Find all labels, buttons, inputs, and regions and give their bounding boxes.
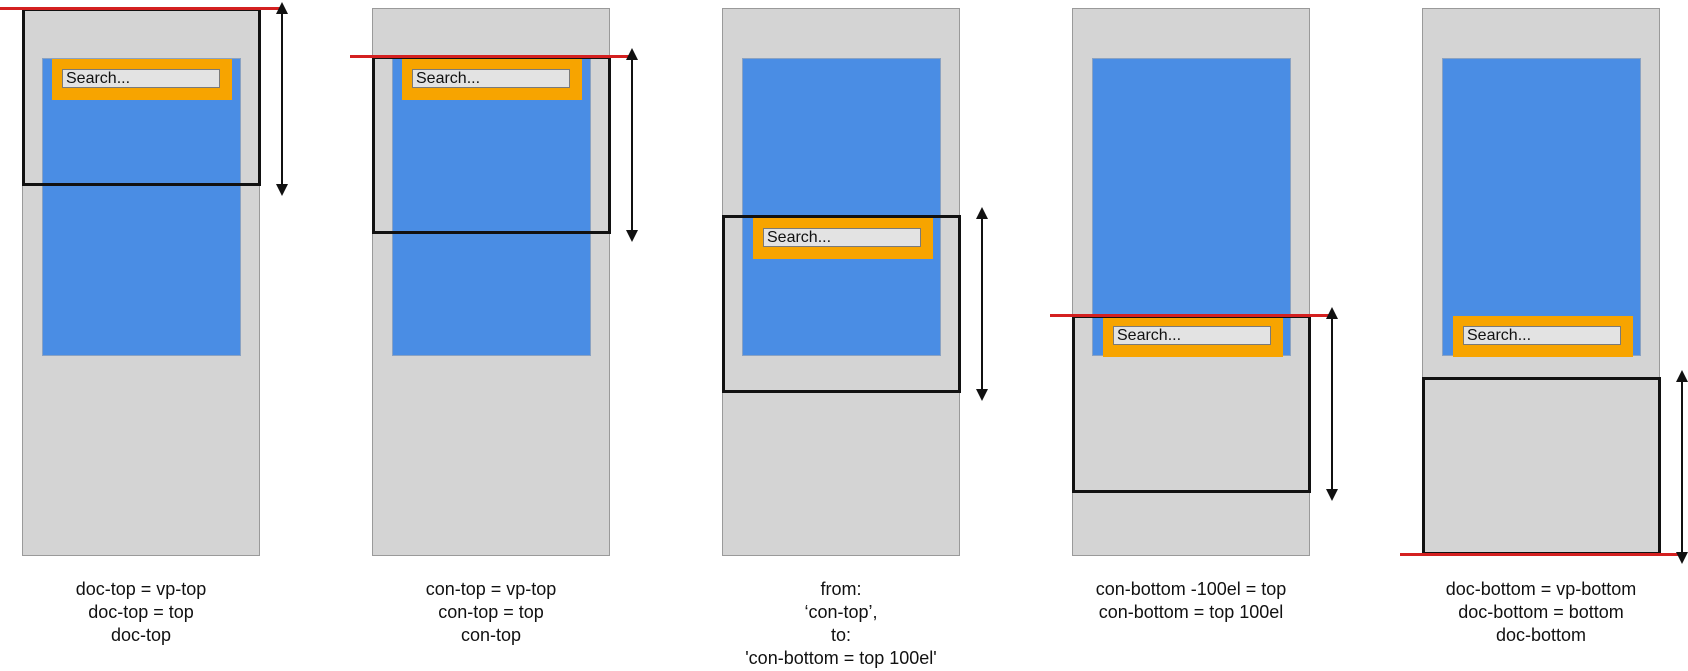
container-block: Search... — [392, 58, 591, 356]
diagram-panel-con-top: Search... con-top = vp-top con-top = top… — [350, 0, 690, 671]
reference-line — [1050, 314, 1332, 317]
search-element: Search... — [1103, 316, 1283, 357]
arrow-down-icon — [626, 230, 638, 242]
viewport-height-arrow — [1676, 370, 1688, 564]
reference-line — [350, 55, 632, 58]
document-area: Search... — [1072, 8, 1310, 556]
viewport-frame — [722, 215, 961, 393]
arrow-down-icon — [1326, 489, 1338, 501]
viewport-frame — [1422, 377, 1661, 555]
arrow-up-icon — [1326, 307, 1338, 319]
document-area: Search... — [1422, 8, 1660, 556]
panel-caption: con-bottom -100el = top con-bottom = top… — [1095, 579, 1287, 622]
diagram-panel-con-bottom: Search... con-bottom -100el = top con-bo… — [1050, 0, 1390, 671]
arrow-up-icon — [1676, 370, 1688, 382]
viewport-height-arrow — [1326, 307, 1338, 501]
reference-line — [0, 7, 282, 10]
search-element: Search... — [753, 218, 933, 259]
panel-caption: doc-top = vp-top doc-top = top doc-top — [75, 579, 207, 645]
viewport-frame — [372, 56, 611, 234]
reference-line — [1400, 553, 1682, 556]
document-area: Search... — [372, 8, 610, 556]
search-element: Search... — [52, 59, 232, 100]
panel-caption: doc-bottom = vp-bottom doc-bottom = bott… — [1445, 579, 1637, 645]
search-input: Search... — [1113, 326, 1271, 345]
container-block — [1092, 58, 1291, 356]
viewport-frame — [1072, 315, 1311, 493]
container-block — [742, 58, 941, 356]
container-block: Search... — [42, 58, 241, 356]
document-area: Search... — [22, 8, 260, 556]
arrow-down-icon — [1676, 552, 1688, 564]
arrow-up-icon — [976, 207, 988, 219]
viewport-frame — [22, 8, 261, 186]
diagram-panel-doc-bottom: Search... doc-bottom = vp-bottom doc-bot… — [1400, 0, 1688, 671]
arrow-down-icon — [976, 389, 988, 401]
diagram-panel-doc-top: Search... doc-top = vp-top doc-top = top… — [0, 0, 340, 671]
diagram-panel-from-to: Search... from: ‘con-top’, to: 'con-bott… — [700, 0, 1040, 671]
panel-caption: con-top = vp-top con-top = top con-top — [425, 579, 557, 645]
container-block — [1442, 58, 1641, 356]
search-element: Search... — [1453, 316, 1633, 357]
viewport-height-arrow — [626, 48, 638, 242]
document-area: Search... — [722, 8, 960, 556]
search-input: Search... — [1463, 326, 1621, 345]
search-element: Search... — [402, 59, 582, 100]
search-input: Search... — [412, 69, 570, 88]
panel-caption: from: ‘con-top’, to: 'con-bottom = top 1… — [745, 579, 937, 668]
search-input: Search... — [763, 228, 921, 247]
viewport-height-arrow — [276, 2, 288, 196]
arrow-up-icon — [626, 48, 638, 60]
arrow-down-icon — [276, 184, 288, 196]
arrow-up-icon — [276, 2, 288, 14]
viewport-height-arrow — [976, 207, 988, 401]
search-input: Search... — [62, 69, 220, 88]
